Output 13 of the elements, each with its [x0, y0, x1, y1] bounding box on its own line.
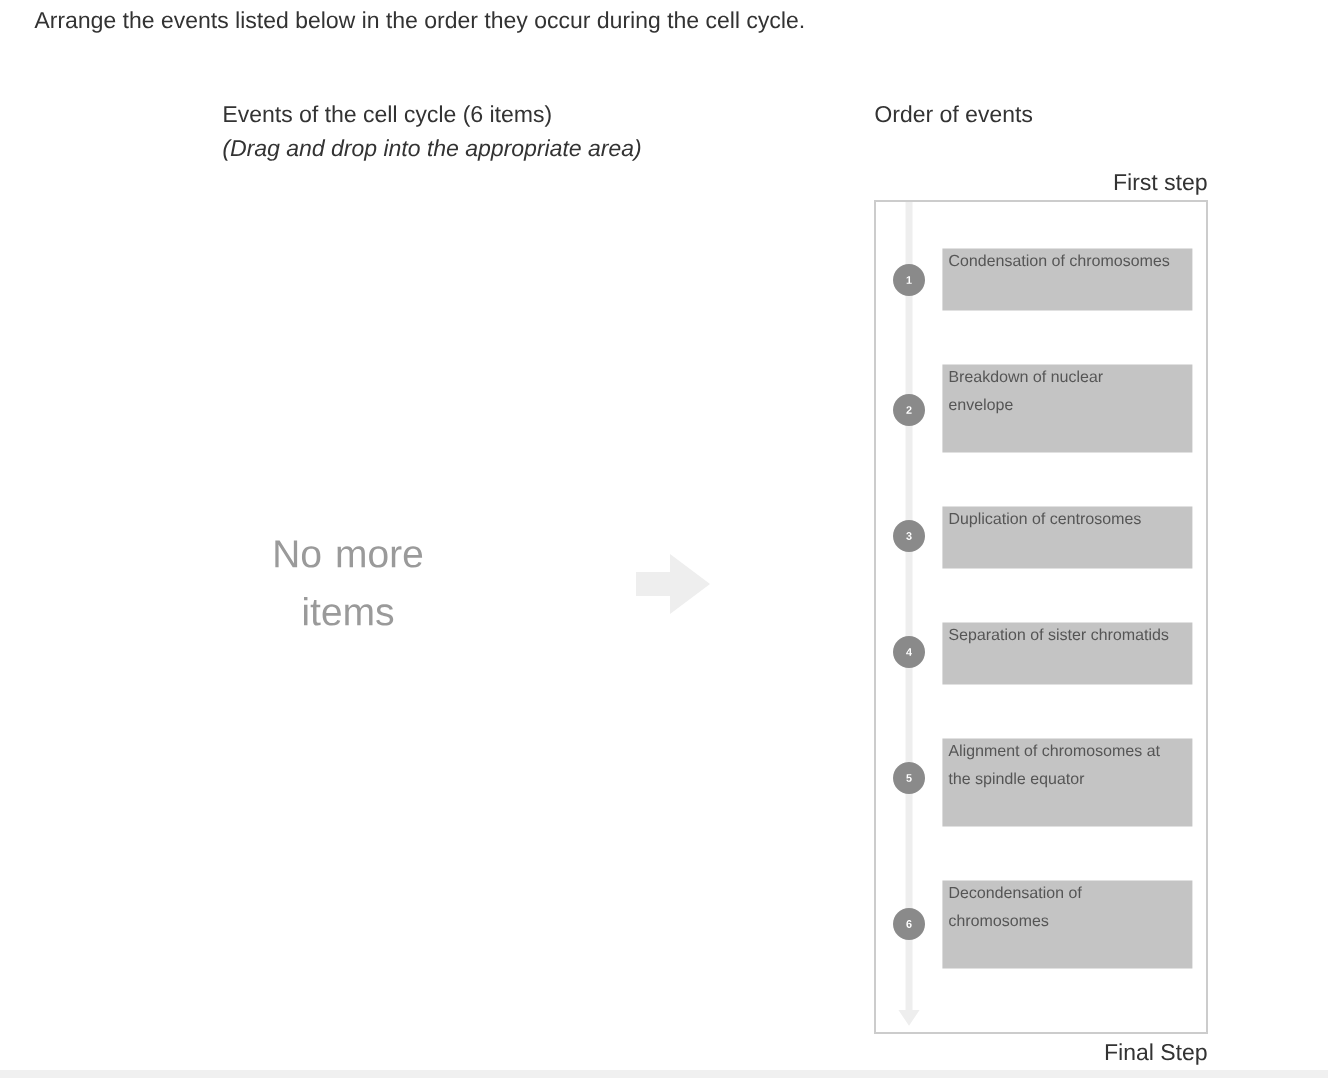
step-label: First step	[1114, 173, 1207, 195]
placeholder-text: No more items	[275, 540, 423, 626]
event-card: Breakdown of nuclear envelope	[942, 364, 1193, 453]
column-heading: Order of events	[875, 105, 1033, 123]
hint-text: (Drag and drop into the appropriate area)	[223, 139, 641, 161]
event-card: Separation of sister chromatids	[942, 622, 1193, 685]
event-card: Decondensation of chromosomes	[942, 880, 1193, 969]
step-label: Final Step	[1105, 1043, 1207, 1065]
event-card: Condensation of chromosomes	[942, 248, 1193, 311]
event-card: Duplication of centrosomes	[942, 506, 1193, 569]
event-card: Alignment of chromosomes at the spindle equator	[942, 738, 1193, 827]
instruction-text: Arrange the events listed below in the order they occur during the cell cycle.	[34, 11, 804, 33]
column-heading: Events of the cell cycle (6 items)	[224, 105, 551, 127]
